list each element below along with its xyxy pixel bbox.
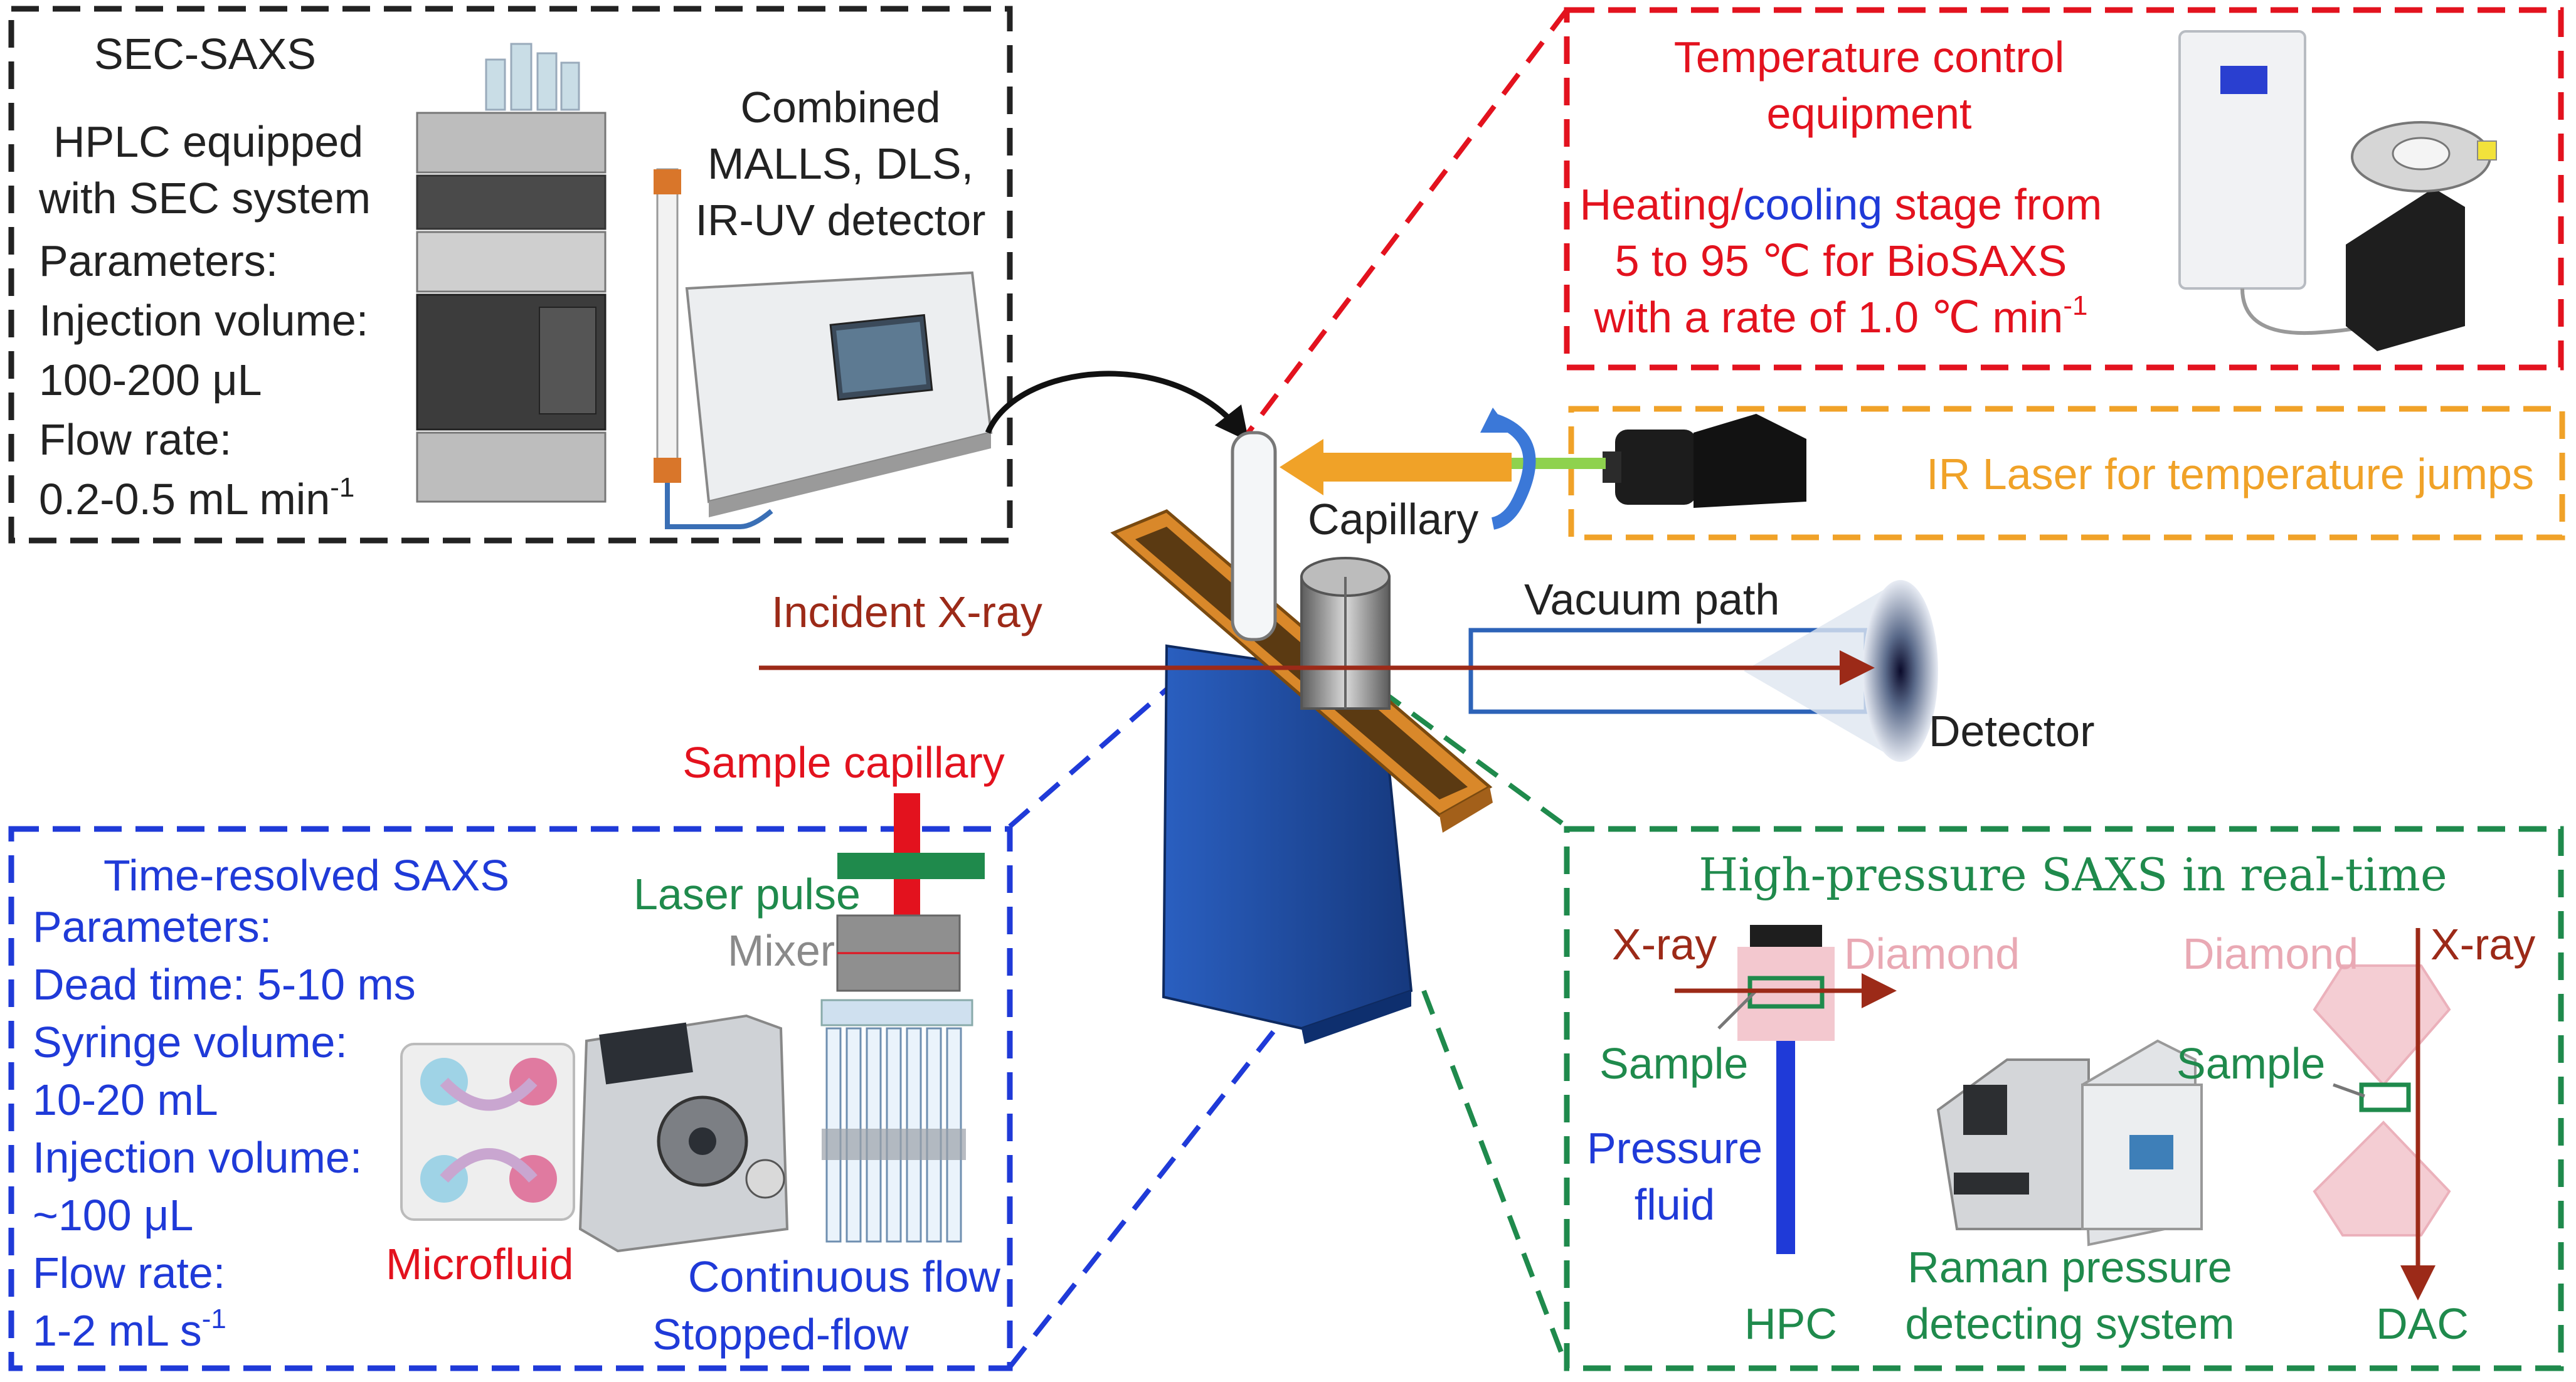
sec-injection-value: 100-200 μL [39, 356, 262, 404]
hpc-xray-label: X-ray [1612, 920, 1717, 969]
peristaltic-pump-image [578, 1014, 789, 1253]
raman-system-image [1936, 1039, 2203, 1247]
detector-line-2: MALLS, DLS, [708, 139, 973, 188]
tr-flow-value: 1-2 mL s-1 [33, 1304, 226, 1355]
zoom-line-blue-2 [1007, 1014, 1288, 1369]
ir-laser-device-image [1603, 414, 1806, 508]
hpc-label: HPC [1744, 1299, 1837, 1348]
hpc-sample-label: Sample [1599, 1039, 1748, 1088]
sec-saxs-title: SEC-SAXS [94, 29, 316, 78]
temperature-panel: Temperature control equipment Heating/co… [1564, 7, 2564, 371]
stopped-flow-label: Stopped-flow [652, 1310, 909, 1359]
rotation-arrow-icon [1491, 414, 1536, 530]
high-pressure-panel: High-pressure SAXS in real-time X-ray Di… [1564, 826, 2564, 1371]
dac-sample-pointer [2333, 1083, 2365, 1098]
hpc-sample-pointer [1717, 989, 1757, 1030]
sec-params-label: Parameters: [39, 236, 278, 285]
ir-laser-border [1568, 406, 2565, 541]
high-pressure-title: High-pressure SAXS in real-time [1699, 848, 2447, 901]
temperature-border [1564, 7, 2564, 371]
sec-saxs-border [8, 6, 1013, 544]
dac-image [2313, 964, 2451, 1237]
zoom-line-blue [1008, 662, 1197, 829]
sec-injection-label: Injection volume: [39, 296, 368, 345]
capillary-label: Capillary [1308, 495, 1478, 544]
time-resolved-panel: Sample capillary Laser pulse Mixer Time-… [8, 738, 1013, 1371]
tr-injection-value: ~100 μL [33, 1191, 193, 1240]
heating-cooling-line: Heating/cooling stage from [1580, 180, 2102, 229]
continuous-flow-label: Continuous flow [688, 1252, 1001, 1301]
temperature-title-1: Temperature control [1674, 33, 2065, 82]
zoom-line-green-2 [1421, 989, 1569, 1368]
dac-label: DAC [2376, 1299, 2469, 1348]
laser-pulse-label: Laser pulse [633, 870, 861, 919]
temperature-controller-image [2178, 30, 2497, 351]
ir-orange-arrow [1280, 439, 1512, 495]
hplc-instrument-image [416, 43, 773, 529]
tr-params-label: Parameters: [33, 902, 272, 951]
hpc-diamond-label: Diamond [1844, 929, 2020, 978]
temperature-rate-line: with a rate of 1.0 ℃ min-1 [1594, 290, 2088, 342]
hpc-pressure-column [1776, 1041, 1795, 1254]
mixer-label: Mixer [728, 926, 835, 975]
tr-injection-label: Injection volume: [33, 1133, 362, 1182]
sec-to-capillary-arrow [985, 371, 1249, 442]
ir-laser-panel: IR Laser for temperature jumps [1280, 406, 2565, 541]
hplc-line-1: HPLC equipped [53, 117, 363, 166]
sample-capillary-label: Sample capillary [682, 738, 1005, 787]
tr-title: Time-resolved SAXS [103, 851, 509, 900]
tr-flow-label: Flow rate: [33, 1248, 225, 1297]
ir-beam-green [1505, 458, 1606, 469]
detector-cone [1744, 580, 1900, 762]
hplc-line-2: with SEC system [38, 174, 371, 223]
pressure-fluid-line-2: fluid [1635, 1180, 1715, 1229]
pressure-fluid-line-1: Pressure [1587, 1124, 1762, 1173]
tr-dead-time: Dead time: 5-10 ms [33, 960, 416, 1009]
hpc-top-plug [1750, 925, 1822, 947]
ir-laser-label: IR Laser for temperature jumps [1926, 450, 2534, 498]
high-pressure-border [1564, 826, 2564, 1371]
raman-line-1: Raman pressure [1907, 1243, 2232, 1292]
tr-syringe-label: Syringe volume: [33, 1018, 347, 1067]
incident-xray-label: Incident X-ray [771, 588, 1042, 636]
sample-holder-assembly [1110, 431, 1493, 1044]
vacuum-path-label: Vacuum path [1524, 575, 1779, 624]
raman-line-2: detecting system [1905, 1299, 2234, 1348]
microfluid-label: Microfluid [386, 1240, 574, 1289]
time-resolved-border [8, 826, 1013, 1371]
dac-diamond-label: Diamond [2183, 929, 2358, 978]
zoom-line-red [1246, 8, 1569, 435]
temperature-title-2: equipment [1767, 89, 1972, 138]
tr-syringe-value: 10-20 mL [33, 1075, 218, 1124]
capillary-tube [1231, 431, 1277, 641]
detector-label: Detector [1929, 707, 2095, 756]
microfluid-chip-image [400, 1043, 575, 1221]
temperature-range-line: 5 to 95 ℃ for BioSAXS [1615, 236, 2067, 285]
combined-detector-image [685, 271, 993, 517]
detector-line-3: IR-UV detector [696, 196, 986, 245]
detector-line-1: Combined [740, 83, 940, 132]
syringe-array-image [820, 999, 973, 1243]
sec-saxs-panel: SEC-SAXS HPLC equipped with SEC system P… [8, 6, 1013, 544]
dac-sample-slot [2359, 1082, 2411, 1112]
sec-flow-label: Flow rate: [39, 415, 231, 464]
detector-disc [1863, 580, 1938, 762]
laser-pulse-bar [837, 853, 985, 879]
dac-sample-label: Sample [2176, 1039, 2325, 1088]
dac-xray-label: X-ray [2430, 920, 2535, 969]
sec-flow-value: 0.2-0.5 mL min-1 [39, 472, 354, 524]
